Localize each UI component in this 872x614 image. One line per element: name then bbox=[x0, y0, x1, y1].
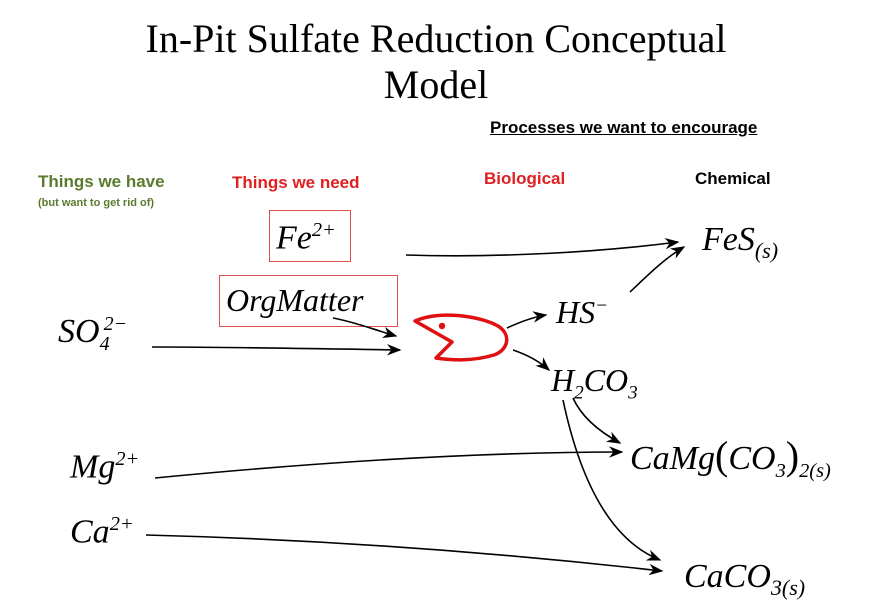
title-line-1: In-Pit Sulfate Reduction Conceptual bbox=[145, 16, 727, 61]
species-fe2plus: Fe2+ bbox=[276, 219, 336, 257]
things-we-have-subheader: (but want to get rid of) bbox=[38, 197, 155, 209]
things-we-need-header: Things we need bbox=[232, 173, 360, 192]
biological-header: Biological bbox=[484, 169, 566, 188]
arrow-orgmatter-to-microbe bbox=[332, 317, 398, 338]
fe-box bbox=[269, 210, 351, 262]
species-calcium: Ca2+ bbox=[70, 513, 134, 551]
processes-header: Processes we want to encourage bbox=[490, 118, 758, 137]
arrow-microbe-to-hs bbox=[506, 311, 548, 329]
orgmatter-box bbox=[219, 275, 398, 327]
arrow-mg-to-dolomite bbox=[154, 446, 624, 479]
arrow-microbe-to-h2co3 bbox=[512, 349, 551, 371]
pacman-microbe-icon bbox=[413, 313, 509, 362]
species-bisulfide: HS− bbox=[556, 294, 609, 330]
species-orgmatter: OrgMatter bbox=[226, 282, 364, 318]
chemical-header: Chemical bbox=[695, 169, 771, 188]
arrow-hs-to-fes bbox=[629, 246, 686, 293]
species-iron-sulfide: FeS(s) bbox=[702, 221, 779, 263]
page-title: In-Pit Sulfate Reduction Conceptual Mode… bbox=[0, 16, 872, 108]
arrow-h2co3-to-calcite bbox=[562, 399, 662, 561]
species-carbonic-acid: H2CO3 bbox=[551, 362, 638, 404]
arrow-ca-to-calcite bbox=[145, 534, 664, 576]
species-dolomite: CaMg(CO3)2(s) bbox=[630, 433, 831, 482]
things-we-have-header: Things we have bbox=[38, 172, 165, 191]
title-line-2: Model bbox=[383, 62, 489, 107]
species-calcite: CaCO3(s) bbox=[684, 558, 806, 600]
arrow-h2co3-to-dolomite bbox=[572, 397, 622, 444]
arrow-sulfate-to-microbe bbox=[151, 344, 402, 356]
arrow-fe-to-fes bbox=[405, 237, 680, 257]
species-magnesium: Mg2+ bbox=[70, 448, 140, 486]
